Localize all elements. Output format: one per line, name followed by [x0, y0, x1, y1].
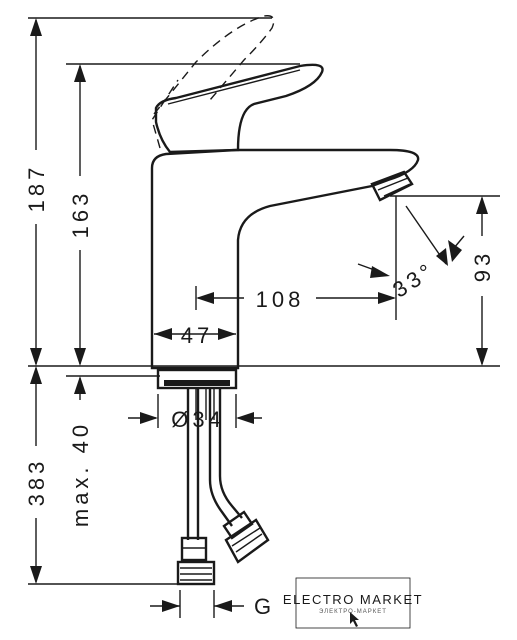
dim-93-label: 93 — [470, 250, 495, 282]
dim-187-label: 187 — [24, 164, 49, 213]
faucet-body — [150, 148, 420, 370]
mounting-assembly — [156, 368, 243, 540]
watermark: ELECTRO MARKET ЭЛЕКТРО-МАРКЕТ — [283, 577, 423, 629]
dimension-max-thickness: max. 40 — [68, 376, 93, 527]
dimension-reach: 108 — [195, 286, 396, 312]
watermark-title: ELECTRO MARKET — [283, 592, 423, 607]
dimension-angle: 33° — [357, 205, 465, 303]
cursor-icon — [350, 612, 359, 627]
extension-lines — [28, 17, 500, 618]
dimension-body-width: 47 — [154, 323, 236, 348]
dimension-total-height: 187 — [24, 18, 49, 366]
dim-diameter-34-label: Ø34 — [171, 407, 225, 432]
dimension-below-counter: 383 — [24, 366, 49, 584]
dim-max40-label: max. 40 — [68, 421, 93, 527]
hose-fitting-right — [222, 510, 270, 564]
hose-fitting-left — [176, 536, 216, 586]
dimension-spout-height: 93 — [470, 196, 495, 366]
dim-383-label: 383 — [24, 458, 49, 507]
dimension-hole-diameter: Ø34 — [128, 407, 262, 432]
watermark-subtitle: ЭЛЕКТРО-МАРКЕТ — [319, 609, 387, 615]
dim-163-label: 163 — [68, 190, 93, 239]
dim-108-label: 108 — [256, 287, 305, 312]
dim-g-label: G — [254, 594, 275, 619]
dim-47-label: 47 — [181, 323, 213, 348]
dimension-connection: G — [150, 594, 275, 619]
lever-handle — [151, 15, 324, 154]
dimension-outlet-height: 163 — [68, 64, 93, 366]
